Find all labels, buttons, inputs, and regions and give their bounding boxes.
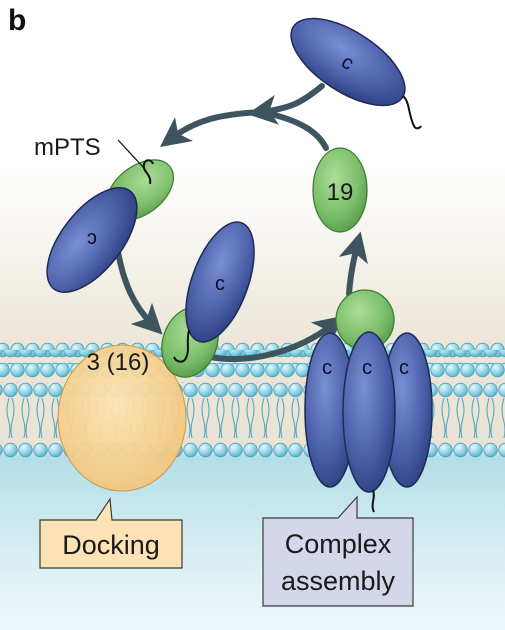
- panel-letter: b: [8, 4, 26, 37]
- complex-subunit-center: [342, 331, 396, 493]
- pex19-free: 19: [312, 147, 368, 233]
- pex3-receptor: [57, 344, 187, 492]
- pex19-label: 19: [327, 179, 354, 206]
- docking-label: Docking: [62, 530, 160, 560]
- complex-letter-left: c: [322, 357, 332, 379]
- complex-assembly-callout: Complex assembly: [262, 495, 414, 607]
- assembled-membrane-complex: c c c: [304, 289, 433, 513]
- docked-cargo-letter: c: [215, 273, 225, 295]
- pex19-cargo-complex-docked: c: [161, 221, 255, 378]
- mpts-label: mPTS: [34, 134, 101, 161]
- complex-callout-box: [262, 495, 414, 607]
- arrow-cycle-branch-right: [259, 109, 329, 151]
- cargo-protein-cytosol: c: [290, 17, 422, 130]
- docked-tail: [173, 329, 190, 363]
- cycle-arrows: [115, 83, 368, 362]
- docking-callout-box: [39, 497, 183, 569]
- complex-label-line1: Complex: [285, 529, 392, 559]
- arrow-to-mpts-complex: [159, 109, 265, 147]
- docking-callout: Docking: [39, 497, 183, 569]
- mpts-tail: [142, 159, 154, 185]
- complex-letter-center: c: [362, 357, 372, 379]
- pex19-cargo-complex-cytosol: c: [46, 159, 174, 293]
- arrow-to-pex19-release: [338, 231, 368, 297]
- pex3-label: 3 (16): [87, 349, 150, 376]
- cargo-letter-rotated: c: [87, 228, 97, 250]
- arrow-to-complex: [202, 315, 344, 362]
- arrow-to-membrane: [115, 249, 163, 335]
- cargo-tail: [402, 95, 422, 130]
- complex-tail: [371, 489, 375, 513]
- complex-label-line2: assembly: [281, 566, 396, 596]
- mpts-leader: [117, 139, 145, 169]
- complex-letter-right: c: [399, 357, 409, 379]
